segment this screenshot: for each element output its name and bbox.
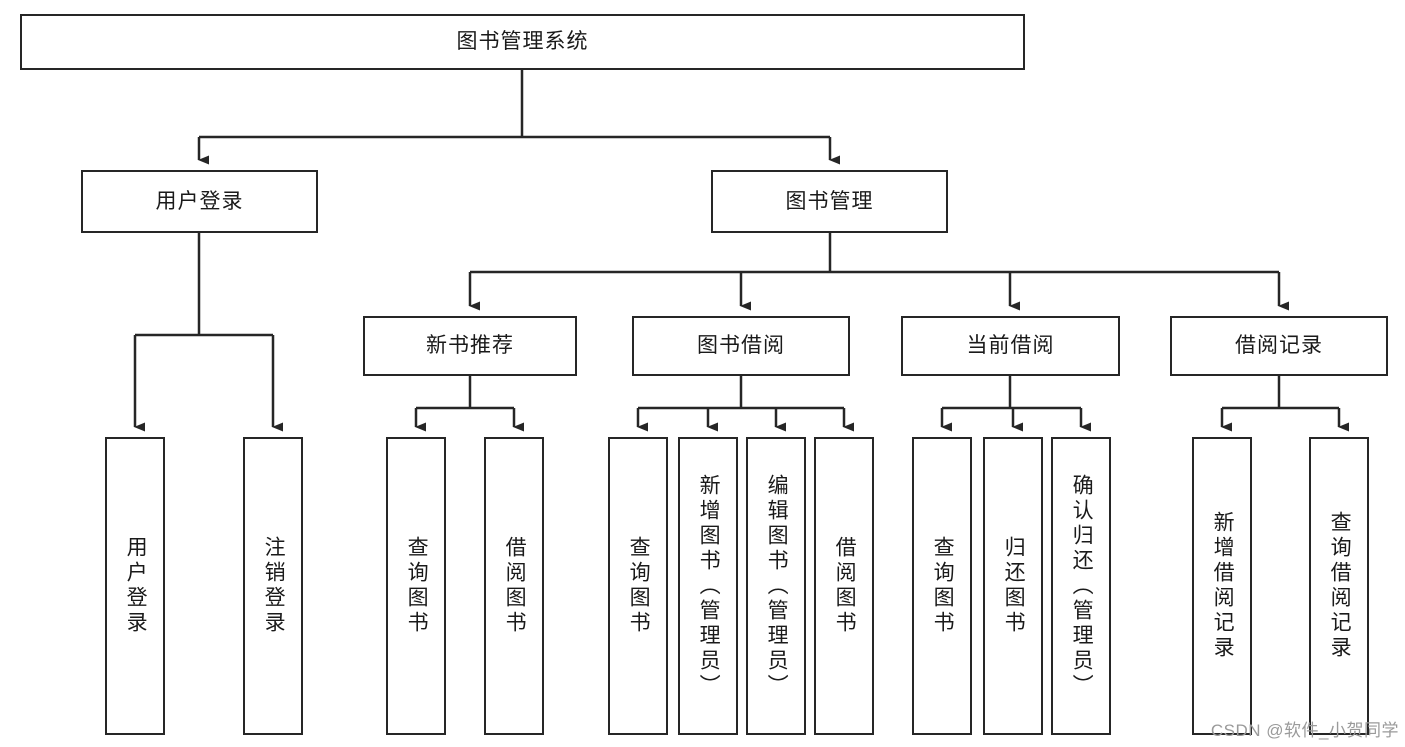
node-leaf-add-book-label: 新增图书（管理员） xyxy=(697,473,721,699)
node-book-manage-label: 图书管理 xyxy=(785,189,874,213)
node-user-login[interactable]: 用户登录 xyxy=(81,170,318,233)
node-leaf-logout[interactable]: 注销登录 xyxy=(243,437,303,735)
node-root[interactable]: 图书管理系统 xyxy=(20,14,1025,70)
node-leaf-query-book-3[interactable]: 查询图书 xyxy=(912,437,972,735)
node-leaf-query-record-label: 查询借阅记录 xyxy=(1328,511,1352,661)
node-borrow-record-label: 借阅记录 xyxy=(1235,334,1323,358)
watermark: CSDN @软件_小贺同学 xyxy=(1210,721,1399,740)
node-leaf-add-book[interactable]: 新增图书（管理员） xyxy=(678,437,738,735)
node-leaf-confirm-return-label: 确认归还（管理员） xyxy=(1070,473,1094,699)
node-leaf-borrow-book-2-label: 借阅图书 xyxy=(833,536,857,636)
node-leaf-borrow-book-1[interactable]: 借阅图书 xyxy=(484,437,544,735)
node-current-borrow-label: 当前借阅 xyxy=(966,334,1055,358)
node-leaf-add-record-label: 新增借阅记录 xyxy=(1211,511,1235,661)
node-leaf-user-login-label: 用户登录 xyxy=(124,536,148,636)
node-root-label: 图书管理系统 xyxy=(456,30,589,54)
node-book-manage[interactable]: 图书管理 xyxy=(711,170,948,233)
node-leaf-query-book-3-label: 查询图书 xyxy=(931,536,955,636)
node-book-borrow-label: 图书借阅 xyxy=(697,334,785,358)
node-user-login-label: 用户登录 xyxy=(155,189,244,213)
node-leaf-confirm-return[interactable]: 确认归还（管理员） xyxy=(1051,437,1111,735)
node-leaf-query-book-2[interactable]: 查询图书 xyxy=(608,437,668,735)
node-leaf-query-book-1[interactable]: 查询图书 xyxy=(386,437,446,735)
node-leaf-edit-book[interactable]: 编辑图书（管理员） xyxy=(746,437,806,735)
node-current-borrow[interactable]: 当前借阅 xyxy=(901,316,1120,376)
node-leaf-query-book-1-label: 查询图书 xyxy=(405,536,429,636)
node-borrow-record[interactable]: 借阅记录 xyxy=(1170,316,1388,376)
node-leaf-query-book-2-label: 查询图书 xyxy=(627,536,651,636)
node-leaf-query-record[interactable]: 查询借阅记录 xyxy=(1309,437,1369,735)
node-leaf-user-login[interactable]: 用户登录 xyxy=(105,437,165,735)
node-leaf-add-record[interactable]: 新增借阅记录 xyxy=(1192,437,1252,735)
node-leaf-logout-label: 注销登录 xyxy=(262,536,286,636)
node-leaf-borrow-book-2[interactable]: 借阅图书 xyxy=(814,437,874,735)
node-leaf-return-book-label: 归还图书 xyxy=(1002,536,1026,636)
node-new-book-recommend-label: 新书推荐 xyxy=(426,334,514,358)
node-leaf-borrow-book-1-label: 借阅图书 xyxy=(503,536,527,636)
node-leaf-edit-book-label: 编辑图书（管理员） xyxy=(765,473,789,699)
node-leaf-return-book[interactable]: 归还图书 xyxy=(983,437,1043,735)
node-book-borrow[interactable]: 图书借阅 xyxy=(632,316,850,376)
node-new-book-recommend[interactable]: 新书推荐 xyxy=(363,316,577,376)
